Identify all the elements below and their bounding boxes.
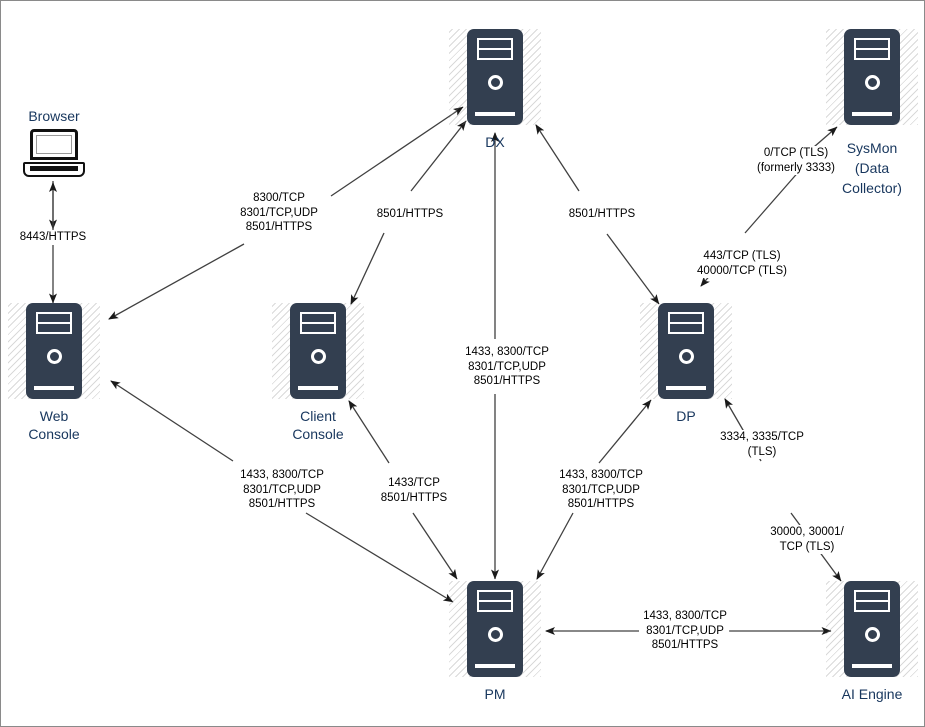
edge-dx-dp-seg1 — [535, 124, 580, 192]
edge-label-line: 8301/TCP,UDP — [468, 360, 546, 373]
node-dp[interactable]: DP — [640, 303, 732, 424]
edge-clientconsole-pm-seg2 — [412, 512, 458, 580]
edge-label-line: 8301/TCP,UDP — [646, 624, 724, 637]
edge-label-line: 1433, 8300/TCP — [559, 469, 643, 481]
server-tower-icon — [467, 581, 523, 677]
edge-label-line: 8501/HTTPS — [567, 498, 635, 510]
edge-label-pm-aiengine: 1433, 8300/TCP 8301/TCP,UDP 8501/HTTPS — [641, 609, 729, 653]
node-sysmon-label-line3: Collector) — [842, 180, 902, 196]
edge-label-line: 0/TCP (TLS) — [763, 147, 829, 159]
edge-label-line: 8501/HTTPS — [248, 498, 316, 510]
edge-label-line: (TLS) — [747, 445, 777, 458]
edge-label-line: 40000/TCP (TLS) — [697, 264, 787, 277]
node-dp-label: DP — [676, 408, 696, 424]
edge-label-line: 443/TCP (TLS) — [703, 250, 781, 262]
edge-label-line: TCP (TLS) — [779, 540, 835, 553]
node-dx-label: DX — [485, 134, 505, 150]
edge-label-line: 3334, 3335/TCP — [720, 431, 804, 443]
edge-clientconsole-pm-seg1 — [348, 400, 390, 464]
edge-label-dp-to-aiengine: 30000, 30001/ TCP (TLS) — [768, 525, 846, 554]
edge-label-sysmon-to-dp: 443/TCP (TLS) 40000/TCP (TLS) — [695, 249, 789, 278]
edge-label-dx-dp: 8501/HTTPS — [566, 207, 638, 222]
edge-label-webconsole-dx: 8300/TCP 8301/TCP,UDP 8501/HTTPS — [238, 191, 320, 235]
edge-label-line: 8501/HTTPS — [473, 375, 541, 387]
edge-clientconsole-dx-seg1 — [350, 232, 385, 305]
edge-label-line: 8300/TCP — [253, 192, 305, 204]
edge-webconsole-pm-seg1 — [110, 380, 234, 462]
edge-label-clientconsole-dx: 8501/HTTPS — [374, 207, 446, 222]
edge-label-line: 8301/TCP,UDP — [240, 206, 318, 219]
server-tower-icon — [844, 29, 900, 125]
node-sysmon[interactable]: SysMon (Data Collector) — [826, 29, 918, 196]
edge-pm-dp-seg1 — [536, 512, 574, 580]
edge-label-browser-webconsole: 8443/HTTPS — [17, 230, 89, 245]
node-sysmon-label-line1: SysMon — [846, 140, 898, 156]
edge-label-line: 8301/TCP,UDP — [562, 483, 640, 496]
node-web-console[interactable]: Web Console — [8, 303, 100, 442]
node-client-console[interactable]: Client Console — [272, 303, 364, 442]
laptop-icon — [23, 129, 85, 179]
server-tower-icon — [844, 581, 900, 677]
edge-label-clientconsole-pm: 1433/TCP 8501/HTTPS — [378, 476, 450, 505]
edge-clientconsole-dx-seg2 — [410, 120, 467, 192]
edge-webconsole-dx-seg2 — [330, 106, 464, 197]
node-sysmon-label-line2: (Data — [854, 160, 890, 176]
edge-label-line: 1433, 8300/TCP — [465, 346, 549, 358]
edge-label-line: 1433, 8300/TCP — [240, 469, 324, 481]
edge-label-line: 8501/HTTPS — [568, 208, 636, 220]
node-ai-engine-label: AI Engine — [841, 686, 903, 702]
edge-label-dp-to-sysmon: 0/TCP (TLS) (formerly 3333) — [755, 146, 837, 175]
node-browser[interactable]: Browser — [23, 108, 85, 179]
edge-label-line: 1433, 8300/TCP — [643, 610, 727, 622]
edge-dx-dp-seg2 — [606, 233, 660, 305]
edge-label-line: (formerly 3333) — [757, 161, 835, 174]
edge-label-line: 8501/HTTPS — [376, 208, 444, 220]
edge-dp-sysmon-seg2 — [744, 168, 802, 234]
edge-pm-dp-seg2 — [598, 399, 652, 464]
node-web-console-label-line2: Console — [28, 426, 80, 442]
node-pm-label: PM — [484, 686, 506, 702]
node-dx[interactable]: DX — [449, 29, 541, 150]
edge-webconsole-pm-seg2 — [305, 512, 454, 603]
edge-label-line: 30000, 30001/ — [770, 526, 844, 538]
node-web-console-label-line1: Web — [39, 408, 69, 424]
server-tower-icon — [658, 303, 714, 399]
edge-label-line: 8501/HTTPS — [651, 639, 719, 651]
edge-label-dx-pm: 1433, 8300/TCP 8301/TCP,UDP 8501/HTTPS — [463, 345, 551, 389]
edge-label-line: 8301/TCP,UDP — [243, 483, 321, 496]
edge-label-line: 1433/TCP — [388, 477, 440, 489]
edge-label-line: 8501/HTTPS — [380, 491, 448, 504]
edge-label-line: 8443/HTTPS — [19, 231, 87, 243]
node-client-console-label-line1: Client — [300, 408, 336, 424]
edge-label-pm-dp: 1433, 8300/TCP 8301/TCP,UDP 8501/HTTPS — [557, 468, 645, 512]
node-ai-engine[interactable]: AI Engine — [826, 581, 918, 702]
server-tower-icon — [467, 29, 523, 125]
node-pm[interactable]: PM — [449, 581, 541, 702]
edge-label-aiengine-to-dp: 3334, 3335/TCP (TLS) — [718, 430, 806, 459]
server-tower-icon — [290, 303, 346, 399]
server-tower-icon — [26, 303, 82, 399]
edge-label-line: 8501/HTTPS — [245, 221, 313, 233]
edge-label-webconsole-pm: 1433, 8300/TCP 8301/TCP,UDP 8501/HTTPS — [238, 468, 326, 512]
node-browser-label: Browser — [28, 108, 80, 124]
node-client-console-label-line2: Console — [292, 426, 344, 442]
edge-webconsole-dx-seg1 — [108, 243, 245, 320]
